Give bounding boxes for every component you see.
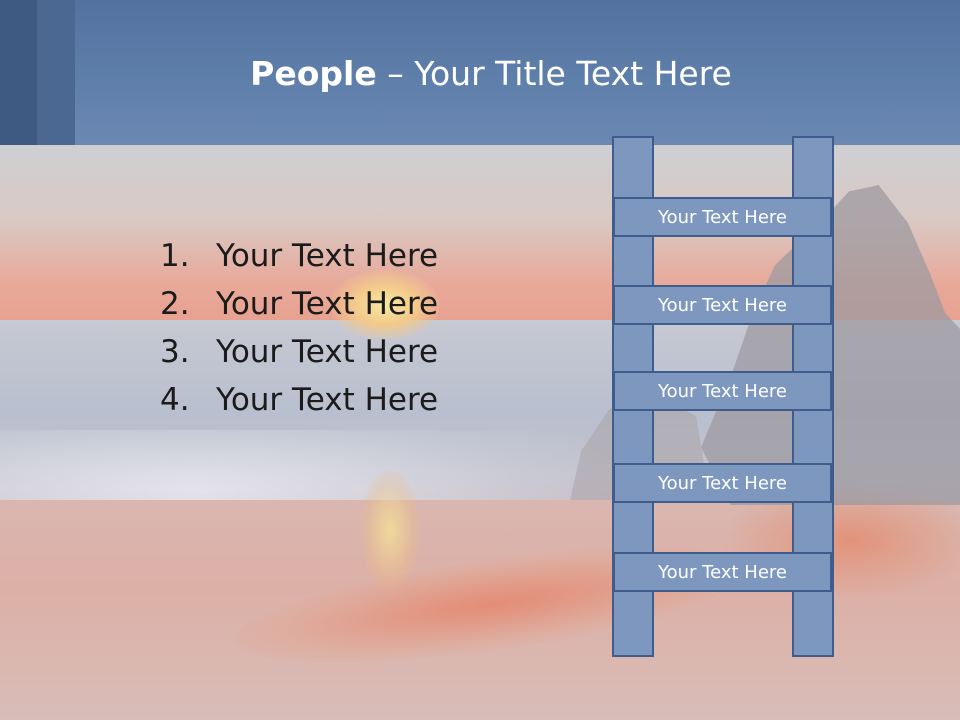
header-accent-dark xyxy=(0,0,37,145)
ladder-rung-5[interactable]: Your Text Here xyxy=(613,552,832,592)
list-text: Your Text Here xyxy=(216,238,439,274)
list-number: 2. xyxy=(160,286,190,322)
sun-reflection xyxy=(360,470,420,590)
list-text: Your Text Here xyxy=(216,334,439,370)
ladder-rung-1[interactable]: Your Text Here xyxy=(613,197,832,237)
list-item: 1. Your Text Here xyxy=(160,232,438,280)
list-number: 4. xyxy=(160,382,190,418)
list-number: 3. xyxy=(160,334,190,370)
list-item: 4. Your Text Here xyxy=(160,376,438,424)
list-text: Your Text Here xyxy=(216,286,439,322)
numbered-list[interactable]: 1. Your Text Here 2. Your Text Here 3. Your… xyxy=(160,232,438,424)
ladder-rung-4[interactable]: Your Text Here xyxy=(613,463,832,503)
setting-sun xyxy=(330,270,440,340)
title-rest-text: – Your Title Text Here xyxy=(376,54,732,93)
title-bar: People – Your Title Text Here xyxy=(0,0,960,145)
ladder-rung-2[interactable]: Your Text Here xyxy=(613,285,832,325)
list-number: 1. xyxy=(160,238,190,274)
ladder-rung-3[interactable]: Your Text Here xyxy=(613,371,832,411)
list-item: 3. Your Text Here xyxy=(160,328,438,376)
list-item: 2. Your Text Here xyxy=(160,280,438,328)
header-accent-mid xyxy=(37,0,75,145)
slide-title[interactable]: People – Your Title Text Here xyxy=(0,52,960,96)
title-bold-text: People xyxy=(250,54,377,93)
list-text: Your Text Here xyxy=(216,382,439,418)
